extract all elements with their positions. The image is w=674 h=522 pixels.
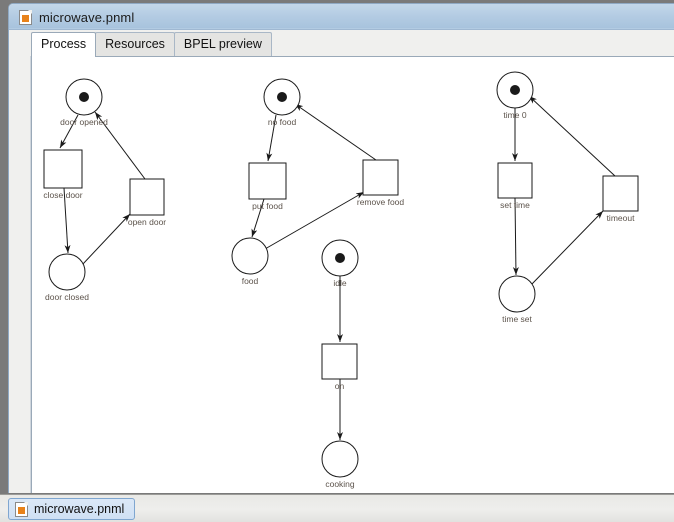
transition-label-open_door: open door <box>128 217 166 227</box>
place-label-door_closed: door closed <box>45 292 89 302</box>
window-title-bar: microwave.pnml <box>9 4 674 30</box>
place-label-time_set: time set <box>502 314 532 324</box>
editor-left-gutter <box>9 56 31 493</box>
place-time_set[interactable] <box>498 275 536 313</box>
tab-resources[interactable]: Resources <box>95 32 175 56</box>
token-time_0 <box>510 85 520 95</box>
window-title: microwave.pnml <box>39 9 135 25</box>
nodes-layer <box>43 71 639 478</box>
tab-process[interactable]: Process <box>31 32 97 57</box>
arc-timeout-to-time_0[interactable] <box>528 95 616 177</box>
place-door_closed[interactable] <box>48 253 86 291</box>
arc-no_food-to-put_food[interactable] <box>266 114 277 162</box>
document-icon <box>19 9 32 25</box>
taskbar-button-microwave[interactable]: microwave.pnml <box>8 498 136 520</box>
arc-close_door-to-door_closed[interactable] <box>63 187 71 254</box>
taskbar-button-label: microwave.pnml <box>34 502 125 516</box>
transition-remove_food[interactable] <box>362 159 399 196</box>
arc-put_food-to-food[interactable] <box>251 198 265 238</box>
taskbar: microwave.pnml <box>0 494 674 522</box>
arc-time_set-to-timeout[interactable] <box>530 210 604 286</box>
transition-label-remove_food: remove food <box>357 197 405 207</box>
transition-label-timeout: timeout <box>607 213 636 223</box>
tab-strip: Process Resources BPEL preview <box>9 30 674 57</box>
place-label-idle: idle <box>333 278 347 288</box>
place-label-food: food <box>242 276 259 286</box>
application-window: microwave.pnml Process Resources BPEL pr… <box>8 3 674 493</box>
arc-remove_food-to-no_food[interactable] <box>294 103 377 161</box>
arc-door_opened-to-close_door[interactable] <box>59 114 79 149</box>
labels-layer: door opened door closed no food food idle coo… <box>43 110 635 489</box>
transition-put_food[interactable] <box>248 162 287 200</box>
transition-on[interactable] <box>321 343 358 380</box>
arcs-layer <box>59 95 616 440</box>
petri-net-diagram[interactable]: door opened door closed no food food idle coo… <box>32 57 674 493</box>
transition-label-put_food: put food <box>252 201 283 211</box>
place-food[interactable] <box>231 237 269 275</box>
tab-bpel-preview[interactable]: BPEL preview <box>173 32 272 56</box>
place-label-door_opened: door opened <box>60 117 108 127</box>
transition-set_time[interactable] <box>497 162 533 199</box>
transition-timeout[interactable] <box>602 175 639 212</box>
transition-open_door[interactable] <box>129 178 165 216</box>
petri-net-canvas[interactable]: door opened door closed no food food idle coo… <box>31 56 674 493</box>
place-label-cooking: cooking <box>325 479 355 489</box>
arc-open_door-to-door_opened[interactable] <box>94 111 146 180</box>
arc-food-to-remove_food[interactable] <box>264 191 365 250</box>
place-label-time_0: time 0 <box>503 110 526 120</box>
document-icon <box>15 501 28 517</box>
transition-label-close_door: close door <box>43 190 82 200</box>
arc-set_time-to-time_set[interactable] <box>512 197 519 276</box>
place-cooking[interactable] <box>321 440 359 478</box>
place-label-no_food: no food <box>268 117 297 127</box>
transition-close_door[interactable] <box>43 149 83 189</box>
transition-label-set_time: set time <box>500 200 530 210</box>
arc-door_closed-to-open_door[interactable] <box>81 213 131 266</box>
token-no_food <box>277 92 287 102</box>
token-door_opened <box>79 92 89 102</box>
token-idle <box>335 253 345 263</box>
transition-label-on: on <box>335 381 345 391</box>
